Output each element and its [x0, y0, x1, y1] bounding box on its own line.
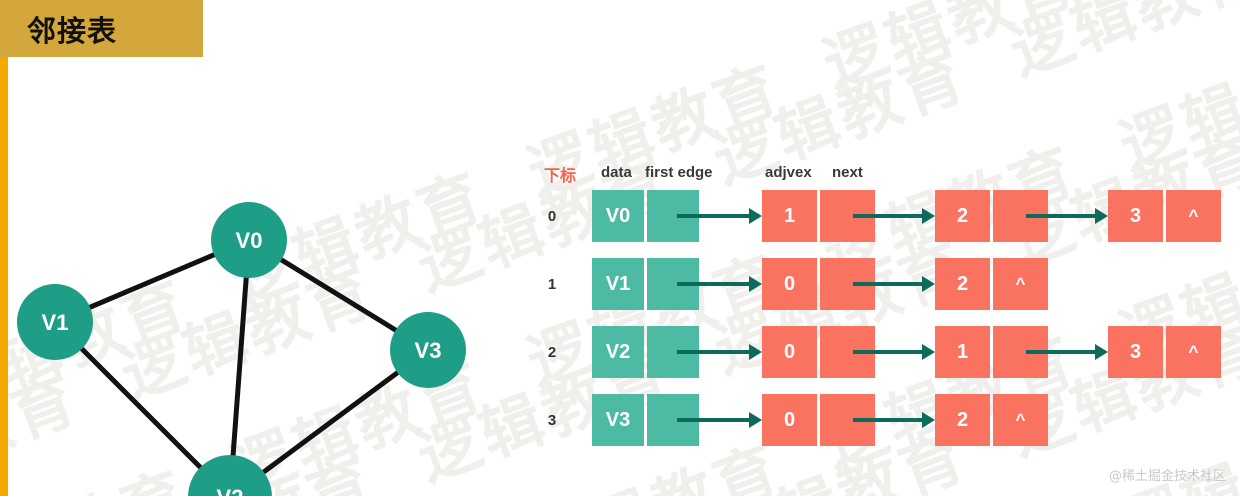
next-terminator-cell-1-1[interactable]: ^ — [993, 258, 1048, 310]
pointer-arrow-3-0 — [677, 412, 762, 428]
title-banner: 邻接表 — [0, 0, 203, 57]
vertex-data-cell-2[interactable]: V2 — [592, 326, 644, 378]
adjvex-cell-0-1[interactable]: 2 — [935, 190, 990, 242]
graph-node-v3[interactable] — [390, 312, 466, 388]
table-row: 1 V1 0 2^ — [520, 258, 1240, 310]
vertex-data-cell-0[interactable]: V0 — [592, 190, 644, 242]
pointer-arrow-2-0 — [677, 344, 762, 360]
pointer-arrow-0-0 — [677, 208, 762, 224]
graph-edge-v1-v2 — [76, 343, 206, 473]
next-terminator-cell-3-1[interactable]: ^ — [993, 394, 1048, 446]
graph-node-label-v3: V3 — [415, 338, 442, 363]
table-row: 3 V3 0 2^ — [520, 394, 1240, 446]
adjvex-cell-2-0[interactable]: 0 — [762, 326, 817, 378]
header-first-edge: first edge — [645, 164, 713, 181]
graph-edge-v0-v2 — [230, 271, 249, 462]
graph-svg: V0V1V2 V3 — [17, 202, 466, 496]
graph-edge-v2-v3 — [258, 367, 404, 477]
adjvex-cell-1-1[interactable]: 2 — [935, 258, 990, 310]
row-index-label: 2 — [547, 343, 557, 361]
next-terminator-cell-0-2[interactable]: ^ — [1166, 190, 1221, 242]
adjvex-cell-3-0[interactable]: 0 — [762, 394, 817, 446]
adjvex-cell-0-2[interactable]: 3 — [1108, 190, 1163, 242]
graph-panel: V0V1V2 V3 — [0, 57, 500, 496]
adjvex-cell-1-0[interactable]: 0 — [762, 258, 817, 310]
adjvex-cell-3-1[interactable]: 2 — [935, 394, 990, 446]
pointer-arrow-2-1 — [853, 344, 935, 360]
row-index-label: 3 — [547, 411, 557, 429]
graph-node-v0[interactable] — [211, 202, 287, 278]
pointer-arrow-1-1 — [853, 276, 935, 292]
header-next: next — [832, 164, 863, 181]
graph-node-label-v1: V1 — [42, 310, 69, 335]
credit-watermark: @稀土掘金技术社区 — [1108, 469, 1226, 484]
pointer-arrow-2-2 — [1026, 344, 1108, 360]
table-row: 2 V2 0 1 3^ — [520, 326, 1240, 378]
next-terminator-cell-2-2[interactable]: ^ — [1166, 326, 1221, 378]
adjvex-cell-0-0[interactable]: 1 — [762, 190, 817, 242]
vertex-data-cell-3[interactable]: V3 — [592, 394, 644, 446]
graph-node-label-v0: V0 — [236, 228, 263, 253]
pointer-arrow-1-0 — [677, 276, 762, 292]
table-row: 0 V0 1 2 3^ — [520, 190, 1240, 242]
pointer-arrow-0-1 — [853, 208, 935, 224]
adjvex-cell-2-1[interactable]: 1 — [935, 326, 990, 378]
header-index: 下标 — [544, 166, 577, 185]
graph-node-v2[interactable] — [188, 455, 272, 496]
graph-node-v1[interactable] — [17, 284, 93, 360]
graph-edge-v0-v3 — [275, 255, 402, 335]
adjvex-cell-2-2[interactable]: 3 — [1108, 326, 1163, 378]
pointer-arrow-3-1 — [853, 412, 935, 428]
graph-edge-v0-v1 — [83, 250, 221, 312]
header-adjvex: adjvex — [765, 164, 812, 181]
graph-node-label-v2: V2 — [217, 485, 244, 496]
header-data: data — [601, 164, 632, 181]
row-index-label: 1 — [547, 275, 557, 293]
vertex-data-cell-1[interactable]: V1 — [592, 258, 644, 310]
left-accent-bar — [0, 0, 8, 496]
pointer-arrow-0-2 — [1026, 208, 1108, 224]
page-title: 邻接表 — [27, 13, 118, 48]
row-index-label: 0 — [547, 207, 557, 225]
